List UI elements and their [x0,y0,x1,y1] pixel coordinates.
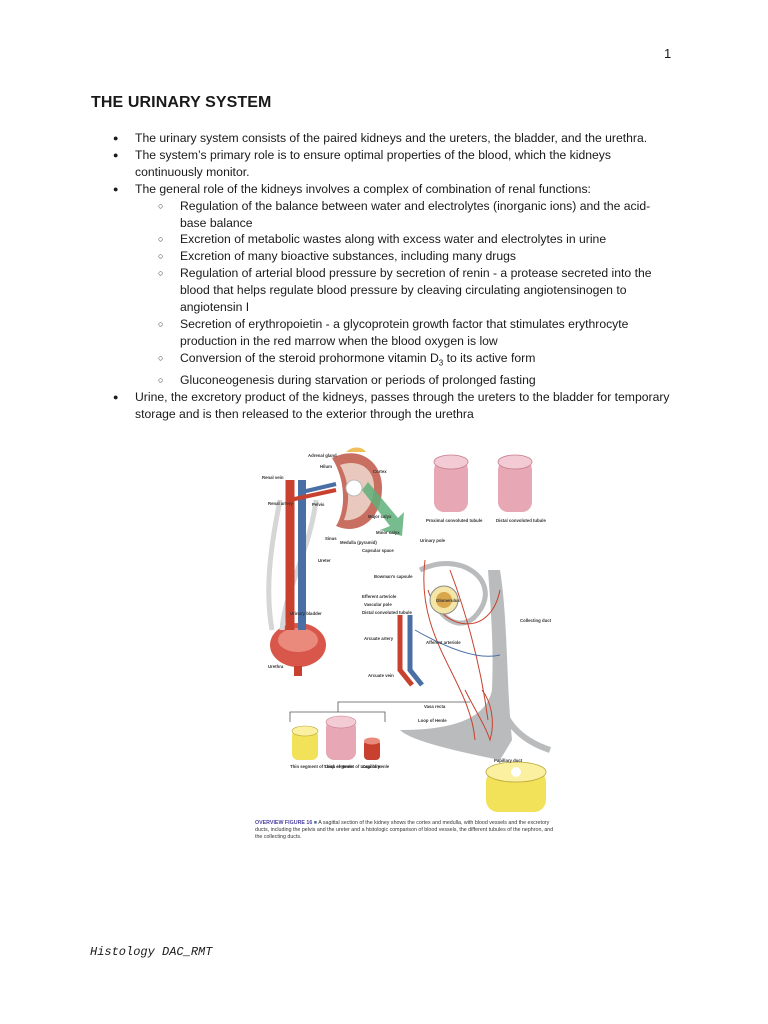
bullet-item: The urinary system consists of the paire… [113,130,673,147]
comparison-bracket [289,711,386,722]
label-proximal-tubule: Proximal convoluted tubule [426,518,483,523]
label-renal-artery: Renal artery [268,501,293,506]
figure-caption: OVERVIEW FIGURE 16 ■ A sagittal section … [255,820,555,840]
collecting-duct-shape [400,570,512,760]
renal-vein-shape [301,482,337,494]
sub-bullet-list: Regulation of the balance between water … [158,198,673,389]
urethra-shape [294,666,302,676]
label-papillary-duct: Papillary duct [494,758,523,763]
caption-text: A sagittal section of the kidney shows t… [255,820,554,840]
ureter-shape [279,499,319,631]
sub-bullet-item: Regulation of arterial blood pressure by… [158,265,673,316]
kidney-overview-figure: Adrenal gland Hilum Cortex Renal vein Re… [250,440,560,848]
label-afferent-arteriole: Afferent arteriole [426,640,461,645]
label-thin-segment: Thin segment of Loop of Henle [290,764,354,769]
label-capsular-space: Capsular space [362,548,394,553]
label-minor-calyx: Minor calyx [376,530,400,535]
proximal-tubule-shape [434,460,468,512]
sub-bullet-item: Secretion of erythropoietin - a glycopro… [158,316,673,350]
label-cortex: Cortex [373,469,387,474]
label-arcuate-vein: Arcuate vein [368,673,394,678]
label-urethra: Urethra [268,664,284,669]
label-hilum: Hilum [320,464,332,469]
label-collecting-duct: Collecting duct [520,618,552,623]
label-sinus: Sinus [325,536,337,541]
footer-text: Histology DAC_RMT [90,945,213,959]
sub-bullet-text: Conversion of the steroid prohormone vit… [180,350,439,365]
label-vasa-recta: Vasa recta [424,704,446,709]
sub-bullet-item: Gluconeogenesis during starvation or per… [158,372,673,389]
caption-bullet-icon: ■ [313,820,317,826]
caption-head: OVERVIEW FIGURE 16 [255,820,313,826]
sub-bullet-item: Excretion of many bioactive substances, … [158,248,673,265]
label-ureter: Ureter [318,558,331,563]
label-urinary-pole: Urinary pole [420,538,446,543]
label-bowmans-capsule: Bowman's capsule [374,574,413,579]
bullet-list: The urinary system consists of the paire… [113,130,673,423]
bullet-text: The general role of the kidneys involves… [135,181,591,196]
label-thick-segment: Thick segment of Loop of Henle [324,764,390,769]
label-adrenal-gland: Adrenal gland [308,453,337,458]
adrenal-gland-shape [346,447,366,452]
kidney-illustration: Adrenal gland Hilum Cortex Renal vein Re… [262,447,552,812]
bullet-item: Urine, the excretory product of the kidn… [113,389,673,423]
label-efferent-arteriole: Efferent arteriole [362,594,397,599]
label-distal-tubule: Distal convoluted tubule [496,518,547,523]
label-urinary-bladder: Urinary bladder [290,611,322,616]
sub-bullet-item: Regulation of the balance between water … [158,198,673,232]
page-number: 1 [664,46,672,61]
bullet-item: The system’s primary role is to ensure o… [113,147,673,181]
capillary-shape [364,740,380,760]
label-pelvis: Pelvis [312,502,325,507]
renal-artery-shape [289,488,337,502]
sub-bullet-text: to its active form [443,350,536,365]
label-distal-convoluted: Distal convoluted tubule [362,610,413,615]
page-title: THE URINARY SYSTEM [91,94,272,111]
label-arcuate-artery: Arcuate artery [364,636,394,641]
arcuate-artery-shape [397,615,414,687]
label-loop-of-henle: Loop of Henle [418,718,447,723]
bullet-item: The general role of the kidneys involves… [113,181,673,389]
distal-tubule-shape [498,460,532,512]
label-capillary: Capillary [362,764,381,769]
arcuate-vein-shape [407,615,424,687]
label-medulla: Medulla (pyramid) [340,540,377,545]
sub-bullet-item: Excretion of metabolic wastes along with… [158,231,673,248]
label-glomerulus: Glomerulus [436,598,460,603]
zoom-arrow-shape [362,482,404,536]
sub-bullet-item: Conversion of the steroid prohormone vit… [158,350,673,372]
label-renal-vein: Renal vein [262,475,284,480]
loop-of-henle-shape [464,689,493,742]
thin-segment-shape [292,730,318,760]
subscript: 3 [438,358,444,368]
thick-segment-shape [326,720,356,760]
label-major-calyx: Major calyx [368,514,392,519]
label-vascular-pole: Vascular pole [364,602,392,607]
